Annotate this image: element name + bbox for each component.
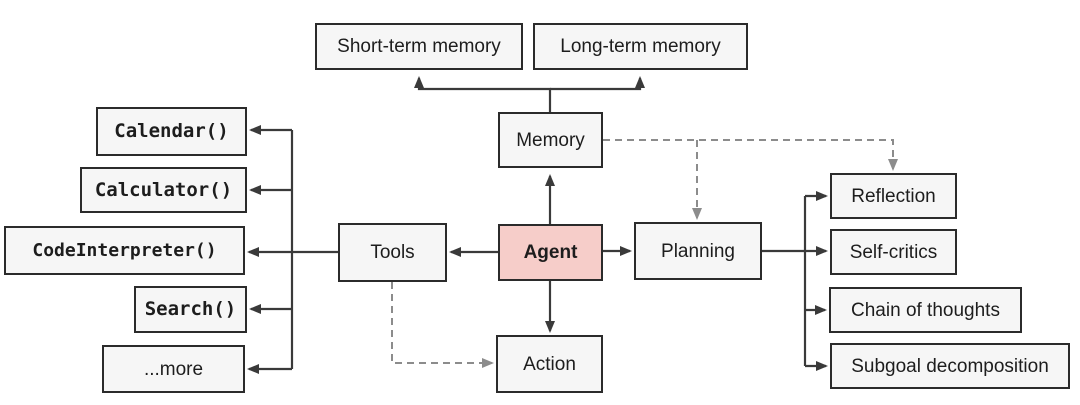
- connector-memory-to-short-term: [414, 76, 552, 112]
- dashed-connector-memory-to-reflection: [603, 139, 898, 171]
- code-interpreter-tool-node: CodeInterpreter(): [4, 226, 245, 275]
- short-term-memory-node: Short-term memory: [315, 23, 523, 70]
- dashed-connector-tools-to-action: [391, 282, 494, 368]
- chain-of-thoughts-node: Chain of thoughts: [829, 287, 1022, 333]
- action-node: Action: [496, 335, 603, 393]
- planning-node: Planning: [634, 222, 762, 280]
- calculator-tool-node: Calculator(): [80, 167, 247, 213]
- search-tool-node: Search(): [134, 286, 247, 333]
- calendar-tool-node: Calendar(): [96, 107, 247, 156]
- memory-node: Memory: [498, 112, 603, 168]
- connector-memory-to-long-term: [550, 76, 645, 91]
- agent-node: Agent: [498, 224, 603, 281]
- self-critics-node: Self-critics: [830, 229, 957, 275]
- reflection-node: Reflection: [830, 173, 957, 219]
- more-tools-node: ...more: [102, 345, 245, 393]
- long-term-memory-node: Long-term memory: [533, 23, 748, 70]
- tools-node: Tools: [338, 223, 447, 282]
- subgoal-decomposition-node: Subgoal decomposition: [830, 343, 1070, 389]
